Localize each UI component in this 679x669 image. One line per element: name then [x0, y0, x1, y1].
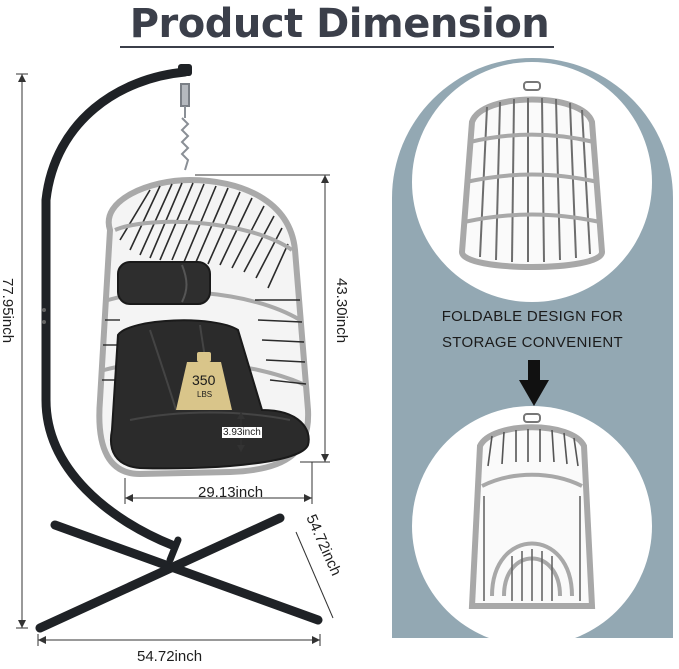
folding-caption-line2: STORAGE CONVENIENT	[442, 334, 623, 351]
egg-basket	[96, 176, 312, 478]
head-pillow	[117, 261, 211, 305]
weight-value: 350	[192, 372, 216, 388]
page-title: Product Dimension	[129, 1, 550, 47]
unfolded-chair-image	[412, 62, 652, 302]
folded-basket	[468, 413, 596, 609]
stand-pole	[41, 67, 190, 550]
cushion-thickness-label: 3.93inch	[222, 427, 262, 438]
weight-unit: LBS	[197, 390, 213, 399]
folding-caption-line1: FOLDABLE DESIGN FOR	[441, 308, 624, 325]
dimension-arrowheads	[18, 74, 329, 644]
basket-height-label: 43.30inch	[333, 278, 350, 344]
dimension-lines	[16, 73, 334, 646]
basket-width-label: 29.13inch	[198, 484, 264, 501]
folded-chair-image	[412, 406, 652, 646]
unfolded-basket	[458, 81, 606, 270]
arrow-down-icon	[519, 360, 549, 406]
spring-chain	[180, 83, 190, 171]
folding-caption: FOLDABLE DESIGN FOR STORAGE CONVENIENT	[392, 304, 673, 356]
weight-badge	[176, 352, 232, 410]
base-width-label: 54.72inch	[137, 648, 203, 665]
total-height-label: 77.95inch	[0, 278, 16, 344]
stand-base	[35, 513, 323, 633]
title-underline	[120, 46, 554, 48]
